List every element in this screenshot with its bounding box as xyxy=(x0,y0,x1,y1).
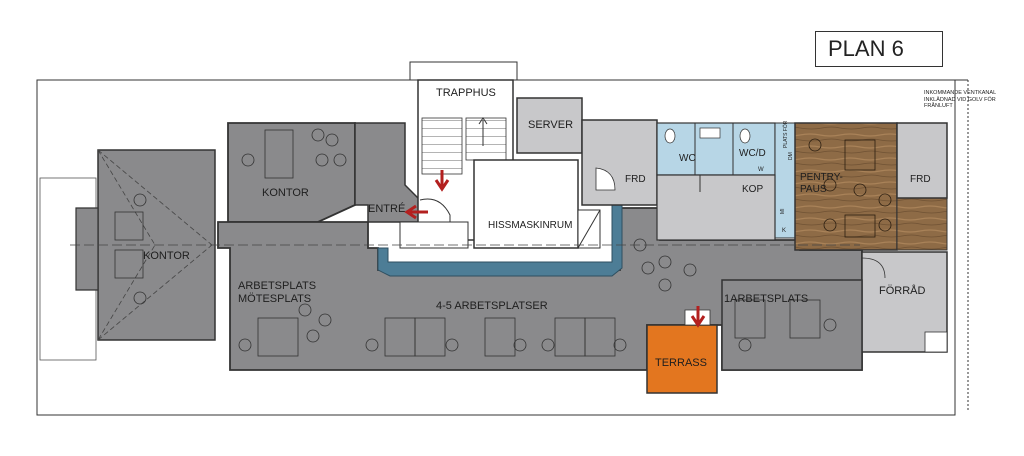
label-forrad: FÖRRÅD xyxy=(879,284,926,297)
room-frd-mid xyxy=(581,119,658,206)
note-line-1: INKOMMANDE VENTKANAL xyxy=(924,90,997,96)
terrace-arrow-down xyxy=(690,306,706,328)
label-frd-right: FRD xyxy=(910,174,931,185)
label-plats-for: PLATS FÖR xyxy=(782,120,789,148)
ventilation-note: INKOMMANDE VENTKANAL INKLÄDNAD VID GOLV … xyxy=(924,90,1014,110)
chairs xyxy=(133,128,892,352)
room-kontor-upper xyxy=(227,122,356,223)
label-terrass: TERRASS xyxy=(655,357,707,369)
label-wc: WC xyxy=(679,153,696,164)
label-kop: KOP xyxy=(742,184,763,195)
note-line-3: FRÅNLUFT xyxy=(924,103,953,109)
label-arbetsplats: ARBETSPLATS xyxy=(238,280,316,292)
label-arbetsplatser: 4-5 ARBETSPLATSER xyxy=(436,300,548,312)
label-hissmaskinrum: HISSMASKINRUM xyxy=(488,220,572,231)
room-kop xyxy=(656,174,776,241)
label-dm: DM xyxy=(788,152,794,160)
label-mi: MI xyxy=(780,208,786,214)
label-pentry: PENTRY- xyxy=(800,172,843,183)
label-motesplats: MÖTESPLATS xyxy=(238,293,311,305)
label-wc-d: WC/D xyxy=(739,148,766,159)
label-trapphus: TRAPPHUS xyxy=(436,87,496,99)
entry-arrow-down xyxy=(434,170,450,192)
room-terrass xyxy=(646,324,718,394)
label-w: W xyxy=(758,167,764,173)
label-frd-mid: FRD xyxy=(625,174,646,185)
label-k: K xyxy=(782,228,786,234)
label-paus: PAUS xyxy=(800,184,827,195)
entry-arrow-left xyxy=(404,204,428,220)
plan-title: PLAN 6 xyxy=(828,36,904,61)
plan-title-box: PLAN 6 xyxy=(815,31,943,67)
note-line-2: INKLÄDNAD VID GOLV FÖR xyxy=(924,96,996,103)
room-frd-right xyxy=(896,122,948,199)
room-hissmaskinrum xyxy=(473,159,579,249)
label-server: SERVER xyxy=(528,119,573,131)
label-1arbetsplats: 1ARBETSPLATS xyxy=(724,293,808,305)
room-1arbetsplats xyxy=(721,279,863,371)
desks xyxy=(114,129,876,357)
label-kontor-upper: KONTOR xyxy=(262,187,309,199)
label-kontor-left: KONTOR xyxy=(143,250,190,262)
label-entre: ENTRÉ xyxy=(368,202,405,215)
